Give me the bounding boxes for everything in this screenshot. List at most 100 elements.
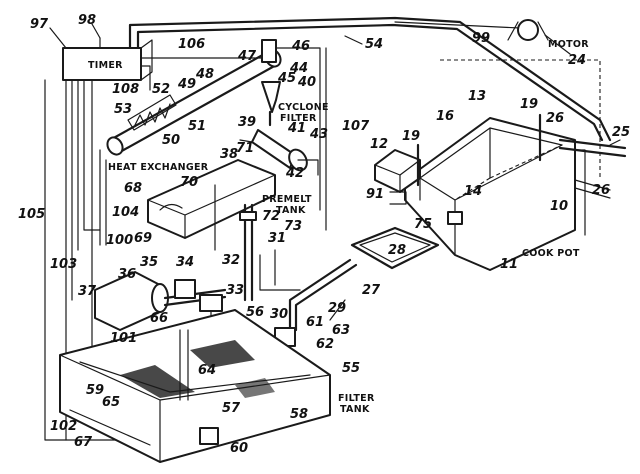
ref-34: 34 [176,255,194,270]
ref-104: 104 [112,205,139,220]
ref-62: 62 [316,337,334,352]
drain-valve [199,427,219,445]
ref-65: 65 [102,395,120,410]
ref-56: 56 [246,305,264,320]
motor-drive-line [394,19,549,41]
ref-72: 72 [262,209,280,224]
ref-52: 52 [152,82,170,97]
pot-valve [447,211,463,225]
ref-45: 45 [277,71,296,86]
timer-label: TIMER [88,60,123,71]
premelt-outlet [239,203,257,302]
ref-14: 14 [464,184,482,199]
ref-36: 36 [118,267,136,282]
ref-26b: 26 [592,183,610,198]
ref-19a: 19 [402,129,420,144]
ref-108: 108 [112,82,139,97]
ref-50: 50 [162,133,180,148]
ref-70: 70 [180,175,198,190]
ref-102: 102 [50,419,77,434]
ref-27: 27 [362,283,381,298]
ref-10: 10 [550,199,568,214]
pot-lid [374,149,421,193]
ref-12: 12 [370,137,388,152]
ref-91: 91 [366,187,384,202]
reference-numerals: 97 98 106 47 46 54 99 24 108 52 49 48 44… [18,13,630,456]
ref-60: 60 [230,441,248,456]
ref-61: 61 [306,315,324,330]
ref-58: 58 [290,407,308,422]
ref-67: 67 [74,435,93,450]
ref-53: 53 [114,102,132,117]
filter-tank-label-2: TANK [340,404,370,415]
ref-46: 46 [291,39,310,54]
ref-30: 30 [270,307,288,322]
pot-rods [416,113,542,187]
ref-42: 42 [285,166,304,181]
ref-32: 32 [222,253,240,268]
ref-41: 41 [287,121,306,136]
ref-59: 59 [86,383,104,398]
ref-75: 75 [414,217,432,232]
ref-35: 35 [140,255,158,270]
ref-51: 51 [188,119,206,134]
ref-48: 48 [195,67,214,82]
ref-100: 100 [106,233,133,248]
filter-label: FILTER [280,113,317,124]
leader-lines [49,23,621,321]
motor-icon [517,19,539,41]
ref-16: 16 [436,109,454,124]
ref-99: 99 [472,31,490,46]
filter-tank [59,309,331,463]
ref-38: 38 [220,147,238,162]
premelt-tank [147,159,276,251]
motor-label: MOTOR [548,39,589,50]
ref-106: 106 [178,37,205,52]
ref-54: 54 [365,37,383,52]
pump-motor [94,271,227,331]
ref-37: 37 [78,284,97,299]
ref-103: 103 [50,257,77,272]
ref-29: 29 [328,301,346,316]
right-pipes [440,59,627,199]
ref-11: 11 [500,257,518,272]
ref-47: 47 [237,49,257,64]
heat-exchanger-label: HEAT EXCHANGER [108,162,209,173]
ref-25: 25 [612,125,630,140]
ref-57: 57 [222,401,241,416]
cook-pot-label: COOK POT [522,248,580,259]
ref-107: 107 [342,119,370,134]
ref-71: 71 [236,141,254,156]
ref-69: 69 [134,231,152,246]
ref-13: 13 [468,89,486,104]
ref-24: 24 [568,53,586,68]
cyclone-label: CYCLONE [278,102,329,113]
ref-66: 66 [150,311,168,326]
ref-105: 105 [18,207,45,222]
return-pipe [259,249,358,332]
timer-unit [62,39,153,81]
ref-33: 33 [226,283,244,298]
ref-63: 63 [332,323,350,338]
pot-handle [350,226,440,270]
ref-55: 55 [342,361,360,376]
premelt-tank-label: TANK [276,205,306,216]
ref-49: 49 [177,77,196,92]
ref-73: 73 [284,219,302,234]
cyclone-filter [239,81,319,176]
ref-31: 31 [268,231,286,246]
ref-68: 68 [124,181,142,196]
ref-39: 39 [238,115,256,130]
ref-43: 43 [309,127,328,142]
ref-26a: 26 [546,111,564,126]
premelt-label: PREMELT [262,194,312,205]
ref-40: 40 [297,75,316,90]
ref-101: 101 [110,331,137,346]
filter-tank-label-1: FILTER [338,393,375,404]
upper-pump [261,39,327,231]
ref-64: 64 [198,363,216,378]
ref-97: 97 [30,17,49,32]
caption-labels: TIMER MOTOR CYCLONE FILTER HEAT EXCHANGE… [88,39,589,415]
ref-44: 44 [289,61,308,76]
